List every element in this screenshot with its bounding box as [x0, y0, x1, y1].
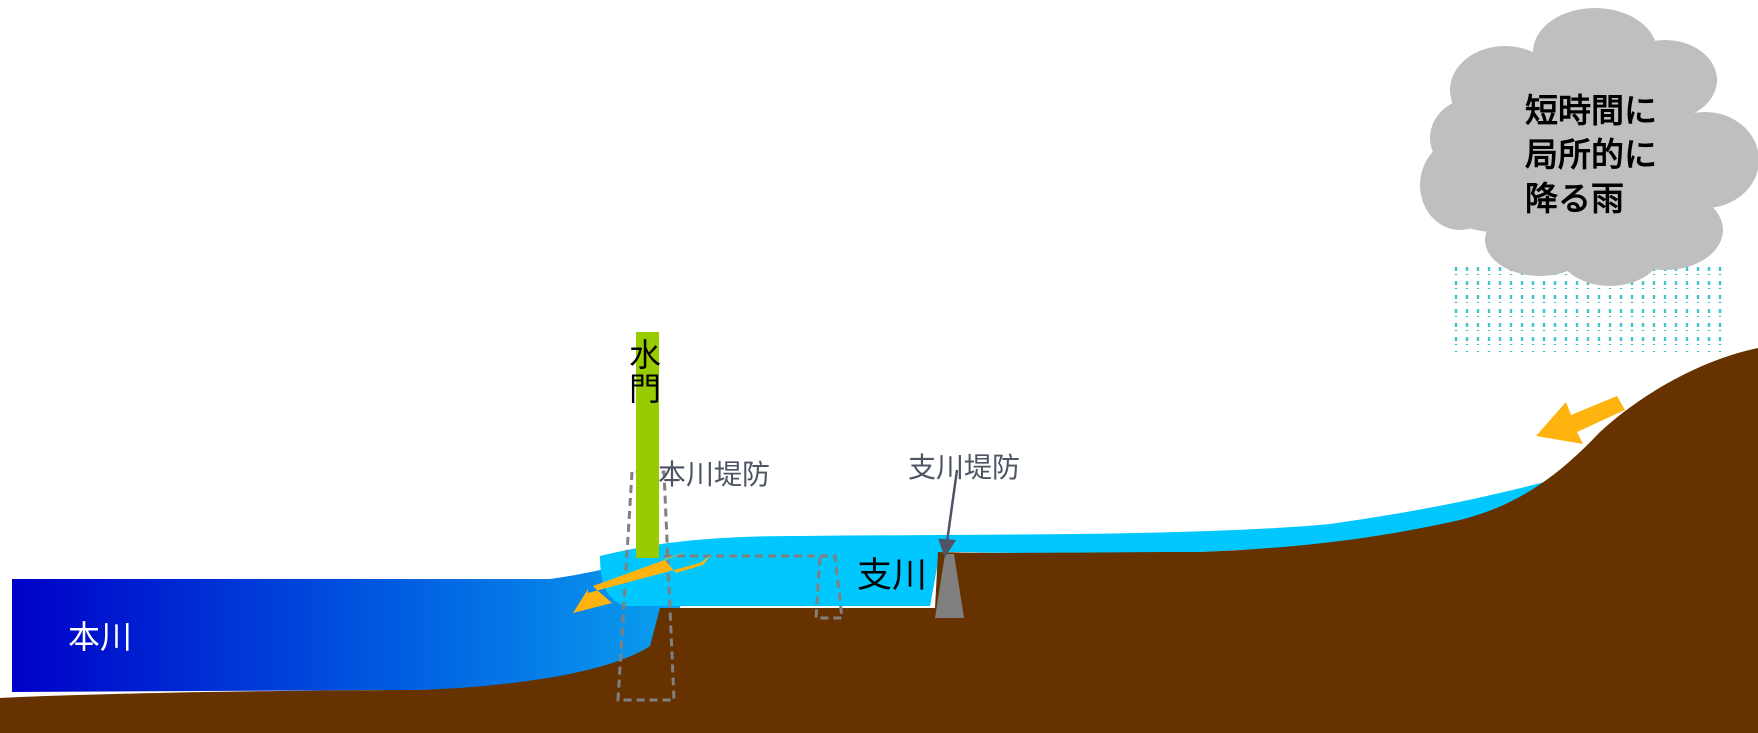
- flow-arrow-icon: [573, 551, 711, 613]
- tributary-levee: [935, 554, 964, 618]
- sluice-gate-label-line1: 水: [629, 336, 661, 374]
- rain-label-line3: 降る雨: [1525, 179, 1624, 218]
- tributary-water: [600, 478, 1560, 606]
- sluice-gate-label-line2: 門: [629, 370, 661, 408]
- rain-label-line1: 短時間に: [1525, 91, 1657, 130]
- flow-arrow-icon: [1536, 396, 1625, 444]
- main-levee-label: 本川堤防: [658, 458, 770, 491]
- tributary-levee-leader: [938, 469, 959, 558]
- tributary-levee-label: 支川堤防: [908, 451, 1020, 484]
- rain-cloud-icon: [1420, 8, 1758, 286]
- main-river-label: 本川: [68, 618, 132, 656]
- main-river-water: [12, 552, 680, 692]
- rain-label-line2: 局所的に: [1525, 135, 1657, 174]
- tributary-label: 支川: [857, 556, 927, 596]
- ground: [0, 348, 1758, 733]
- sluice-gate: [636, 332, 659, 558]
